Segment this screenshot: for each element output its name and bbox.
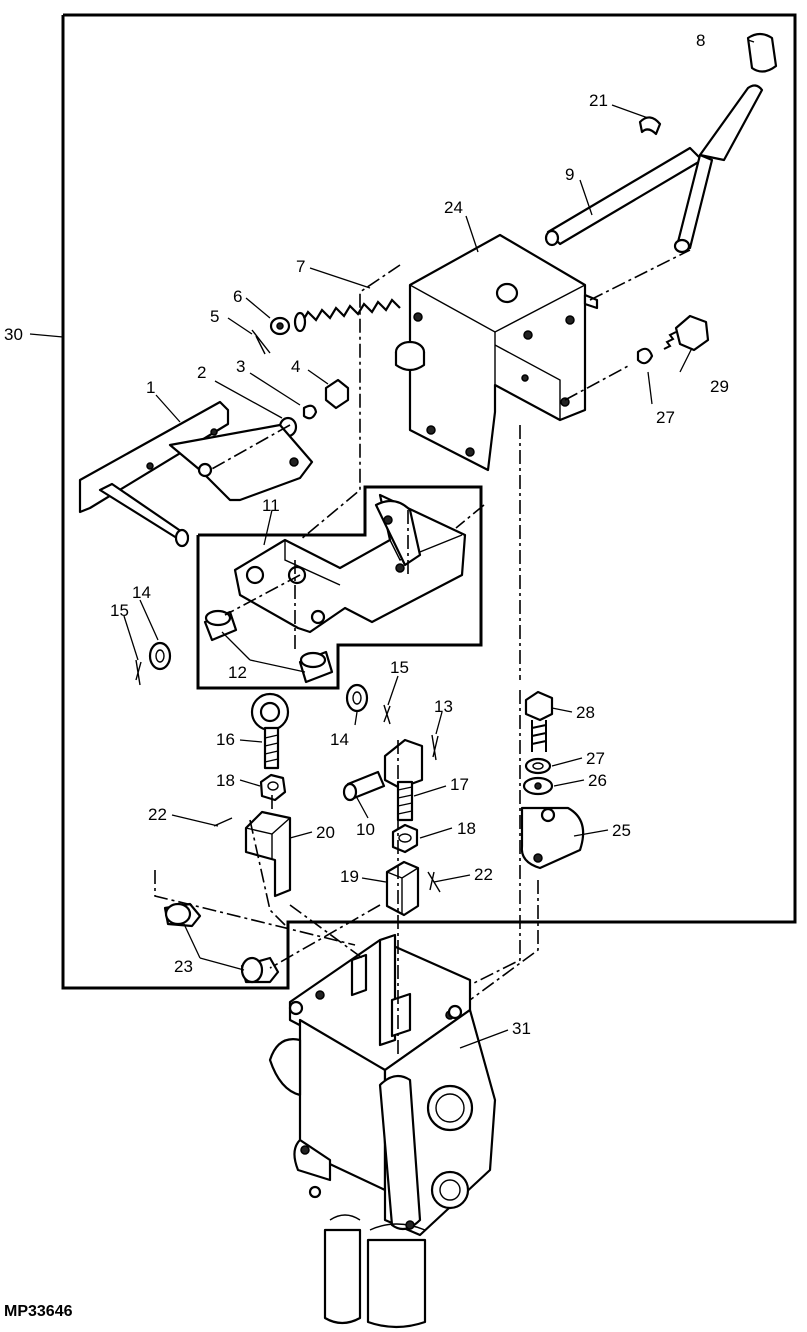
callout-11: 11 [262, 496, 280, 515]
bolt-28-part [520, 690, 585, 870]
hardware-parts [251, 316, 426, 438]
callout-labels: 1 2 3 4 5 6 7 8 9 10 11 12 13 14 14 15 1… [4, 31, 729, 1038]
knob-part [746, 32, 778, 73]
callout-8: 8 [696, 31, 705, 50]
assembly-center-lines [154, 249, 691, 1055]
callout-29: 29 [710, 377, 729, 396]
callout-15-right: 15 [390, 658, 409, 677]
washer-14-right [345, 683, 391, 725]
callout-4: 4 [291, 357, 300, 376]
callout-21: 21 [589, 91, 608, 110]
main-bracket-part [408, 233, 599, 472]
handle-rod-part [544, 84, 764, 254]
lever-part [233, 493, 467, 634]
callout-30: 30 [4, 325, 23, 344]
callout-7: 7 [296, 257, 305, 276]
spring-part [293, 298, 401, 333]
callout-15-left: 15 [110, 601, 129, 620]
callout-22-left: 22 [148, 805, 167, 824]
callout-10: 10 [356, 820, 375, 839]
callout-6: 6 [233, 287, 242, 306]
block-19-part [385, 860, 441, 917]
callout-25: 25 [612, 821, 631, 840]
callout-18-left: 18 [216, 771, 235, 790]
callout-26: 26 [588, 771, 607, 790]
callout-20: 20 [316, 823, 335, 842]
callout-27-right: 27 [656, 408, 675, 427]
callout-2: 2 [197, 363, 206, 382]
nut-18-right [391, 823, 419, 854]
callout-12: 12 [228, 663, 247, 682]
pin-23-part [163, 902, 280, 984]
callout-14-right: 14 [330, 730, 349, 749]
callout-9: 9 [565, 165, 574, 184]
callout-31: 31 [512, 1019, 531, 1038]
diagram-reference-number: MP33646 [4, 1303, 73, 1320]
nut-4 [324, 378, 350, 410]
assembly-frame [61, 13, 797, 990]
snap-ring-3 [302, 404, 318, 420]
callout-13: 13 [434, 697, 453, 716]
callout-3: 3 [236, 357, 245, 376]
lever-subassembly-frame [196, 485, 483, 690]
cotter-pin-5 [251, 329, 271, 354]
shaft-bracket-part [78, 400, 314, 548]
bushing-12-part [203, 609, 334, 684]
callout-23: 23 [174, 957, 193, 976]
bolt-29-part [636, 314, 710, 365]
callout-5: 5 [210, 307, 219, 326]
control-valve-31-part [268, 933, 497, 1329]
block-20-part [213, 810, 292, 898]
washer-14-left [135, 641, 172, 686]
rod-end-16-part [250, 692, 290, 770]
callout-14-left: 14 [132, 583, 151, 602]
leader-lines [29, 39, 755, 1049]
callout-19: 19 [340, 867, 359, 886]
callout-17: 17 [450, 775, 469, 794]
callout-22-right: 22 [474, 865, 493, 884]
callout-27-lower: 27 [586, 749, 605, 768]
callout-1: 1 [146, 378, 155, 397]
callout-16: 16 [216, 730, 235, 749]
callout-28: 28 [576, 703, 595, 722]
callout-24: 24 [444, 198, 463, 217]
clevis-17-part [342, 734, 439, 822]
callout-18-right: 18 [457, 819, 476, 838]
nut-18-left [259, 773, 287, 802]
